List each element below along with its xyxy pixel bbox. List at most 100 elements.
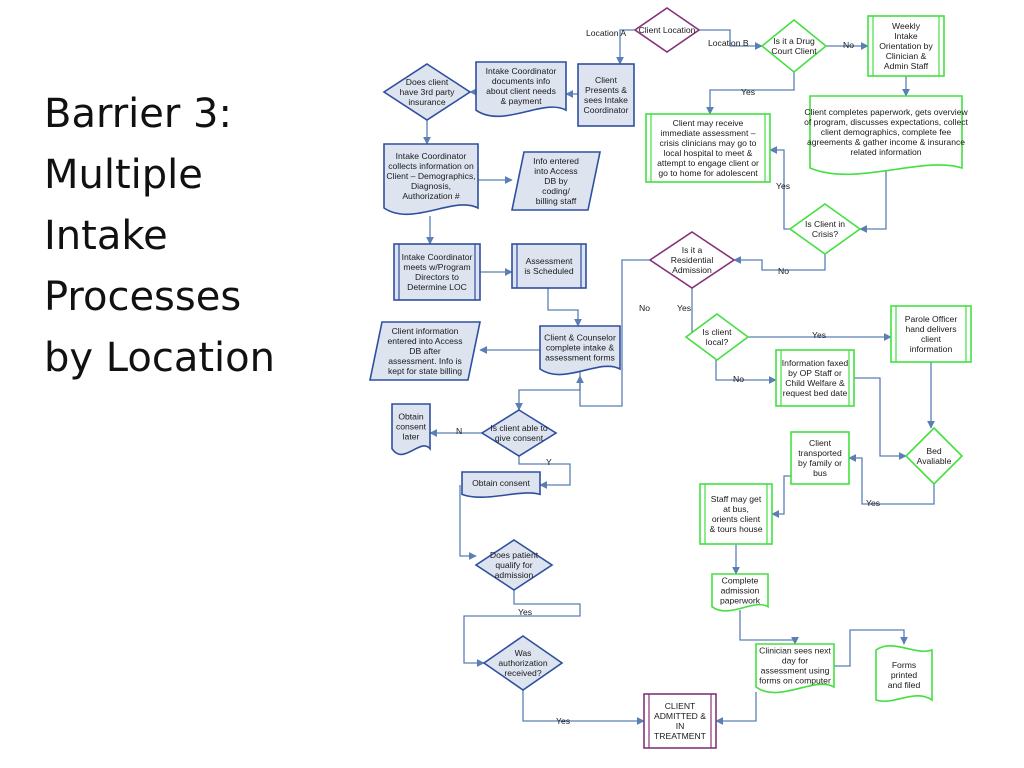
node-text-line: Bed <box>926 446 942 456</box>
node-text-line: kept for state billing <box>388 366 462 376</box>
slide-title: Barrier 3: Multiple Intake Processes by … <box>44 84 344 389</box>
node-text-line: Diagnosis, <box>411 181 451 191</box>
flowchart-edge-labels: Location A Location B No Yes Yes No No Y… <box>456 28 880 726</box>
node-text-line: Is Client in <box>805 219 845 229</box>
node-text-line: forms on computer <box>759 676 831 686</box>
flow-arrow <box>616 29 635 65</box>
node-text-line: collects information on <box>388 161 474 171</box>
node-text-line: Parole Officer <box>905 314 958 324</box>
edge-label-drug-no: No <box>843 40 854 50</box>
node-text-line: Assessment <box>526 256 573 266</box>
edge-label-local-no: No <box>733 374 744 384</box>
edge-label-location-a: Location A <box>586 28 626 38</box>
flow-arrow <box>463 590 581 667</box>
node-text-line: transported <box>798 448 842 458</box>
node-text-line: Intake Coordinator <box>486 66 557 76</box>
flow-arrow <box>834 629 908 667</box>
node-text-line: give consent <box>495 433 544 443</box>
node-text-line: orients client <box>712 514 761 524</box>
node-text-line: IN <box>676 721 685 731</box>
flow-arrow <box>459 485 477 560</box>
node-text-line: Does patient <box>490 550 539 560</box>
flow-arrow <box>547 288 582 327</box>
node-text-line: day for <box>782 656 808 666</box>
node-text-line: Intake <box>894 31 918 41</box>
node-client-completes-paperwork: Client completes paperwork, gets overvie… <box>804 95 969 176</box>
node-text-line: Client information <box>392 326 459 336</box>
slide-title-line: Barrier 3: <box>44 91 232 137</box>
node-text-line: assessment. Info is <box>388 356 462 366</box>
node-text-line: Authorization # <box>402 191 460 201</box>
node-text-line: Client & Counselor <box>544 333 616 343</box>
flow-arrow <box>771 475 791 518</box>
node-text-line: hand delivers <box>905 324 956 334</box>
node-text-line: Does client <box>406 77 449 87</box>
node-text-line: Crisis? <box>812 229 838 239</box>
node-text-line: meets w/Program <box>403 262 470 272</box>
node-text-line: Orientation by <box>879 41 933 51</box>
node-text-line: complete intake & <box>546 343 615 353</box>
node-text-line: have 3rd party <box>400 87 456 97</box>
node-text-line: coding/ <box>542 186 570 196</box>
edge-label-location-b: Location B <box>708 38 749 48</box>
node-text-line: Information faxed <box>782 358 849 368</box>
node-text-line: DB after <box>409 346 441 356</box>
node-text-line: Obtain <box>398 411 424 421</box>
node-text-line: TREATMENT <box>654 731 707 741</box>
node-text-line: insurance <box>408 97 445 107</box>
node-text-line: paperwork <box>720 595 761 605</box>
node-text-line: Intake Coordinator <box>396 151 467 161</box>
node-text-line: Was <box>515 648 532 658</box>
node-text-line: Is client <box>702 327 732 337</box>
node-text-line: Forms <box>892 660 916 670</box>
node-text-line: Client completes paperwork, gets overvie… <box>804 107 968 117</box>
edge-label-residential-yes: Yes <box>677 303 691 313</box>
node-text-line: Directors to <box>415 272 459 282</box>
node-text-line: Child Welfare & <box>785 378 845 388</box>
node-text-line: Court Client <box>771 46 817 56</box>
edge-label-bed-yes: Yes <box>866 498 880 508</box>
flow-arrow <box>859 168 887 233</box>
edge-label-crisis-no: No <box>778 266 789 276</box>
node-text-line: later <box>403 431 420 441</box>
node-text-line: Client <box>595 75 618 85</box>
node-text-line: Intake Coordinator <box>402 252 473 262</box>
node-text-line: client <box>921 334 942 344</box>
node-text-line: received? <box>504 668 541 678</box>
node-text-line: attempt to engage client or <box>657 158 759 168</box>
flow-arrow <box>854 377 907 460</box>
node-text-line: Staff may get <box>711 494 762 504</box>
flow-arrow <box>706 72 795 115</box>
node-text-line: ADMITTED & <box>654 711 706 721</box>
node-text-line: Clinician sees next <box>759 646 831 656</box>
edge-label-local-yes: Yes <box>812 330 826 340</box>
edge-label-consent-n: N <box>456 426 462 436</box>
node-text-line: entered into Access <box>387 336 462 346</box>
node-text-line: Clinician & <box>886 51 927 61</box>
flow-arrow <box>576 259 650 407</box>
node-text-line: Obtain consent <box>472 478 530 488</box>
node-text-line: Admin Staff <box>884 61 929 71</box>
node-text-line: sees Intake <box>584 95 628 105</box>
flow-arrow <box>733 254 826 271</box>
edge-label-residential-no: No <box>639 303 650 313</box>
node-text-line: assessment using <box>761 666 830 676</box>
node-text-line: is Scheduled <box>524 266 573 276</box>
node-text-line: assessment forms <box>545 353 615 363</box>
flow-arrow <box>715 360 777 384</box>
node-text-line: client demographics, complete fee <box>821 127 952 137</box>
node-text-line: Is client able to <box>490 423 548 433</box>
